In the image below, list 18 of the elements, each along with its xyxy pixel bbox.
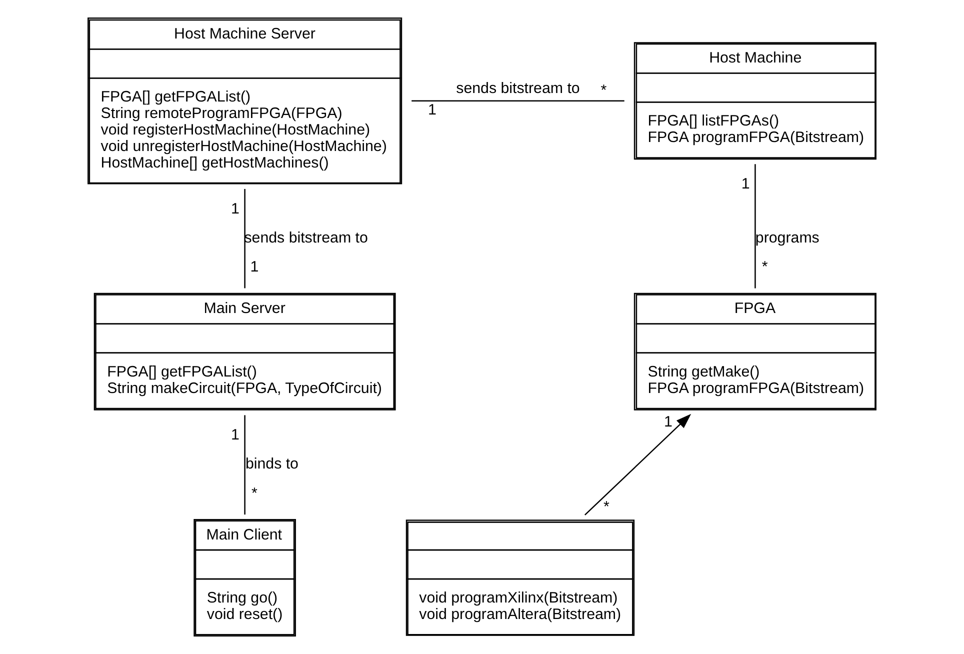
label: 1 — [741, 176, 750, 193]
label: * — [600, 82, 607, 100]
label: * — [604, 498, 610, 516]
arrow — [584, 414, 692, 516]
label: 1 — [230, 426, 240, 444]
connector — [754, 164, 756, 288]
label: 1 — [664, 413, 672, 430]
label: * — [251, 484, 258, 502]
connector — [412, 100, 624, 102]
label: 1 — [230, 200, 240, 218]
connector — [244, 415, 246, 515]
label: * — [762, 258, 768, 276]
edge-label: binds to — [245, 456, 298, 473]
label: 1 — [250, 258, 259, 276]
connector — [244, 188, 246, 288]
edge-label: sends bitstream to — [456, 80, 580, 97]
label: 1 — [428, 101, 436, 118]
edge-label: programs — [755, 229, 820, 246]
